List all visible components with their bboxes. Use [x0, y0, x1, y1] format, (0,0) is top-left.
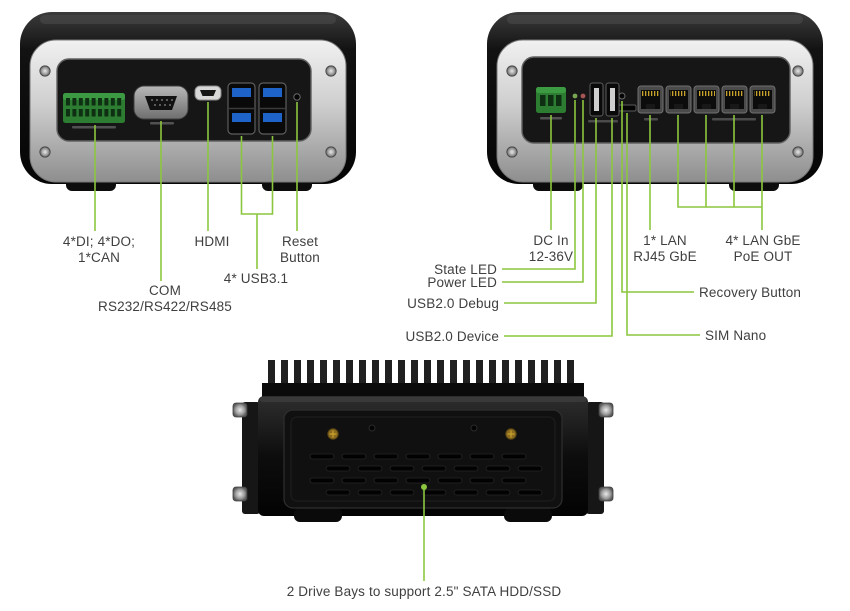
label-com: COM RS232/RS422/RS485 [98, 283, 232, 314]
state-led [572, 93, 578, 99]
label-usb20-debug: USB2.0 Debug [407, 296, 499, 311]
mounting-bracket-right [586, 402, 604, 514]
callout-state-led-line [502, 100, 576, 270]
rear-panel-screws [506, 65, 804, 158]
callout-poe-lines [677, 115, 763, 230]
mounting-bracket-left [242, 402, 260, 514]
lan-port-4 [721, 85, 748, 114]
label-reset-button: Reset Button [280, 234, 320, 265]
label-usb20-device: USB2.0 Device [405, 329, 499, 344]
label-lan-poe: 4* LAN GbE PoE OUT [725, 233, 801, 264]
bracket-screws [232, 402, 614, 502]
callout-usb-device-line [504, 118, 613, 337]
front-view-render [20, 12, 356, 191]
lan-port-5 [749, 85, 776, 114]
lan-port-3 [693, 85, 720, 114]
cover-screw [368, 424, 376, 432]
label-drive-bays: 2 Drive Bays to support 2.5" SATA HDD/SS… [286, 584, 562, 599]
bottom-view-render [232, 360, 614, 522]
recovery-button-pinhole [618, 92, 626, 100]
silkscreen-marks [588, 120, 618, 123]
lan-port-1 [637, 85, 664, 114]
label-lan-gbe: 1* LAN RJ45 GbE [633, 233, 697, 264]
drive-bay-screws [327, 428, 517, 440]
vent-slots [309, 453, 543, 496]
cover-screw [470, 424, 478, 432]
sim-nano-slot [618, 104, 637, 112]
callout-power-led-line [502, 100, 584, 283]
hdmi-port [194, 85, 222, 101]
front-panel-screws [39, 65, 337, 158]
silkscreen-marks [644, 118, 658, 121]
bottom-foot-left [294, 508, 342, 522]
dc-in-terminal-port [536, 87, 566, 120]
label-state-led: State LED [434, 262, 497, 277]
lan-ports [637, 85, 776, 114]
reset-button-pinhole [293, 93, 301, 101]
com-port [133, 85, 189, 125]
rear-view-render [487, 12, 823, 191]
bottom-foot-right [504, 508, 552, 522]
callout-sim-line [626, 113, 700, 336]
dio-can-terminal-port [63, 93, 125, 129]
label-power-led: Power LED [427, 275, 497, 290]
label-sim-nano: SIM Nano [705, 328, 767, 343]
usb31-ports [227, 82, 287, 135]
label-hdmi: HDMI [194, 234, 230, 249]
lan-port-2 [665, 85, 692, 114]
power-led [580, 93, 586, 99]
callout-usb31-line [240, 136, 274, 269]
usb20-ports [589, 82, 620, 117]
label-usb31: 4* USB3.1 [223, 271, 289, 286]
label-dc-in: DC In 12-36V [528, 233, 574, 264]
callout-drive-bays-dot [421, 484, 427, 490]
label-di-do-can: 4*DI; 4*DO; 1*CAN [62, 234, 136, 265]
label-recovery: Recovery Button [699, 285, 802, 300]
callout-recovery-line [621, 101, 694, 293]
callout-usb-debug-line [504, 118, 597, 304]
callout-lines [94, 100, 763, 581]
